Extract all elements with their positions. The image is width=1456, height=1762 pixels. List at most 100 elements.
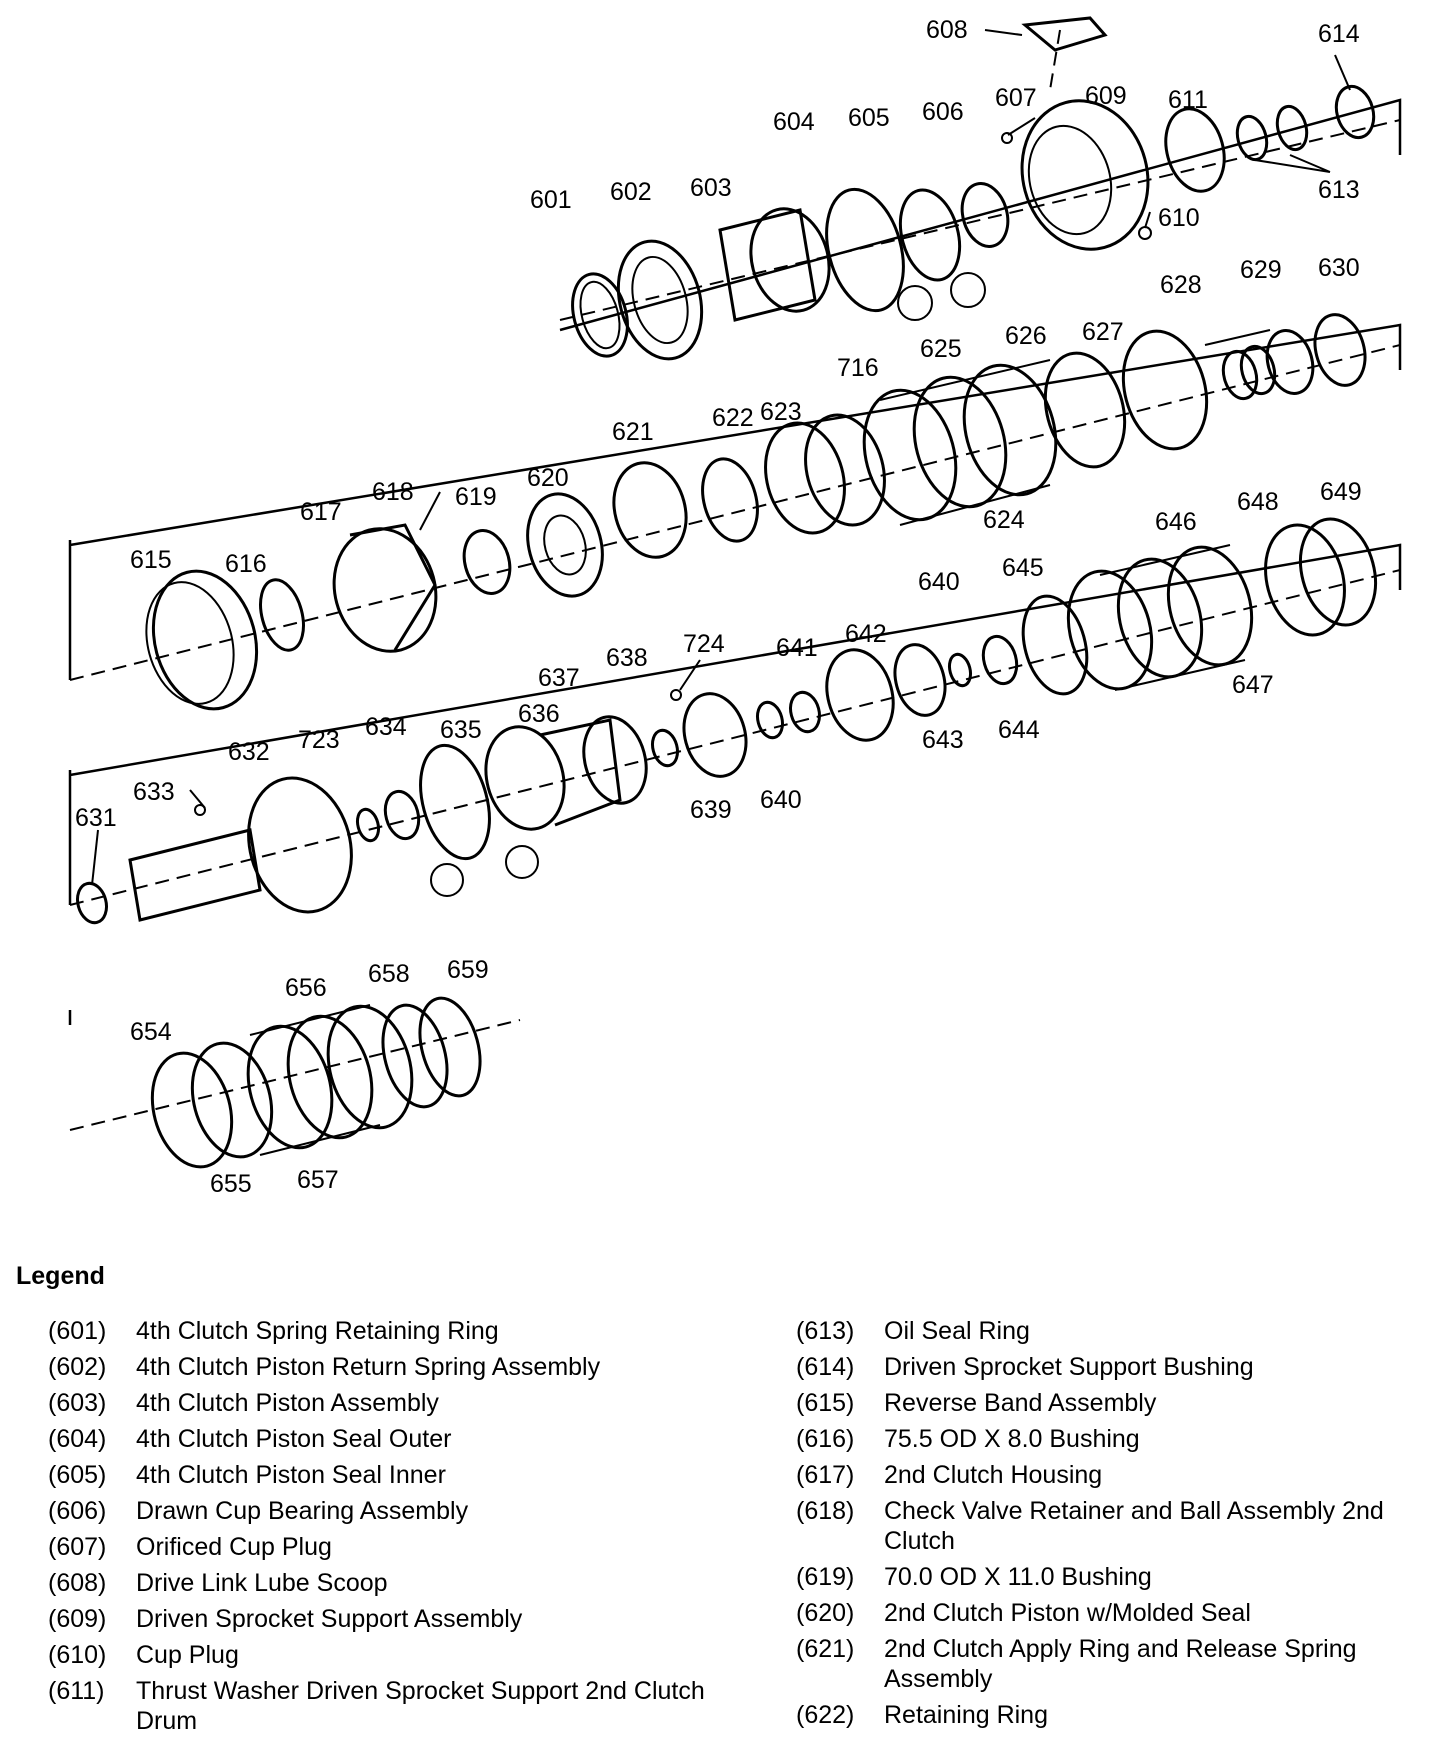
row-frames — [68, 98, 1402, 1025]
row3-parts — [76, 517, 1377, 925]
row4-parts — [150, 996, 482, 1169]
callout-639: 639 — [690, 796, 732, 824]
part-626 — [1043, 351, 1127, 469]
part-604 — [825, 187, 905, 313]
legend-item: (620) 2nd Clutch Piston w/Molded Seal — [796, 1598, 1446, 1628]
callout-631: 631 — [75, 804, 117, 832]
legend-item: (618)Check Valve Retainer and Ball Assem… — [796, 1496, 1446, 1556]
axis-lines — [69, 29, 1401, 1131]
part-630 — [1313, 313, 1367, 387]
part-646-647-pack — [1066, 569, 1154, 691]
part-638 — [651, 728, 679, 768]
part-621 — [612, 461, 688, 559]
legend-item-description: 4th Clutch Piston Seal Outer — [136, 1425, 452, 1453]
callout-643: 643 — [922, 726, 964, 754]
callout-621: 621 — [612, 418, 654, 446]
callout-640a: 640 — [760, 786, 802, 814]
legend-item-number: (608) — [48, 1569, 107, 1597]
callout-605: 605 — [848, 104, 890, 132]
callout-716: 716 — [837, 354, 879, 382]
legend-item: (619)70.0 OD X 11.0 Bushing — [796, 1562, 1446, 1592]
callout-615: 615 — [130, 546, 172, 574]
callout-645: 645 — [1002, 554, 1044, 582]
part-658 — [381, 1003, 449, 1109]
legend-item-number: (619) — [796, 1563, 855, 1591]
callout-625: 625 — [920, 335, 962, 363]
callout-608: 608 — [926, 16, 968, 44]
legend-item-number: (621) — [796, 1635, 855, 1663]
legend-item: (617) 2nd Clutch Housing — [796, 1460, 1446, 1490]
part-640b — [947, 652, 973, 688]
legend-item-description: Cup Plug — [136, 1641, 239, 1669]
legend-item-number: (617) — [796, 1461, 855, 1489]
part-628 — [1221, 349, 1259, 401]
callout-641: 641 — [776, 634, 818, 662]
part-625-624-pack — [862, 388, 958, 522]
callout-649: 649 — [1320, 478, 1362, 506]
part-644 — [981, 634, 1019, 686]
legend-item-description: Driven Sprocket Support Assembly — [136, 1605, 523, 1633]
legend-column-right: (613)Oil Seal Ring (614)Driven Sprocket … — [796, 1316, 1446, 1736]
callout-633: 633 — [133, 778, 175, 806]
part-609 — [1020, 99, 1150, 251]
legend-item-description: 4th Clutch Spring Retaining Ring — [136, 1317, 499, 1345]
legend-item: (609)Driven Sprocket Support Assembly — [48, 1604, 748, 1634]
part-601 — [571, 272, 629, 358]
legend-item: (604) 4th Clutch Piston Seal Outer — [48, 1424, 748, 1454]
legend-item-number: (620) — [796, 1599, 855, 1627]
callout-655: 655 — [210, 1170, 252, 1198]
callout-603: 603 — [690, 174, 732, 202]
callout-644: 644 — [998, 716, 1040, 744]
part-716 — [804, 413, 886, 527]
part-636 — [484, 725, 566, 831]
legend-item-number: (613) — [796, 1317, 855, 1345]
callout-620: 620 — [527, 464, 569, 492]
callout-654: 654 — [130, 1018, 172, 1046]
callout-629: 629 — [1240, 256, 1282, 284]
callout-658: 658 — [368, 960, 410, 988]
legend-item-number: (615) — [796, 1389, 855, 1417]
legend-item: (616)75.5 OD X 8.0 Bushing — [796, 1424, 1446, 1454]
callout-616: 616 — [225, 550, 267, 578]
legend-item-description: Drive Link Lube Scoop — [136, 1569, 388, 1597]
part-649 — [1299, 517, 1377, 627]
legend-item-number: (601) — [48, 1317, 107, 1345]
legend-item-number: (618) — [796, 1497, 855, 1525]
callout-634: 634 — [365, 713, 407, 741]
callout-647: 647 — [1232, 671, 1274, 699]
callout-635: 635 — [440, 716, 482, 744]
row1-parts — [571, 16, 1376, 361]
legend-item-number: (603) — [48, 1389, 107, 1417]
part-645 — [1021, 594, 1089, 696]
exploded-view-diagram: 601 602 603 604 605 606 607 608 609 610 … — [68, 16, 1402, 1198]
part-613a — [1235, 114, 1269, 162]
legend-item-number: (602) — [48, 1353, 107, 1381]
legend-item-description: 2nd Clutch Piston w/Molded Seal — [884, 1599, 1251, 1627]
legend-item-number: (605) — [48, 1461, 107, 1489]
part-659 — [418, 996, 482, 1098]
legend-item: (611)Thrust Washer Driven Sprocket Suppo… — [48, 1676, 748, 1736]
part-627 — [1121, 329, 1209, 451]
part-602 — [616, 239, 704, 361]
legend-item-number: (604) — [48, 1425, 107, 1453]
legend-item: (610)Cup Plug — [48, 1640, 748, 1670]
callout-606: 606 — [922, 98, 964, 126]
legend-item-description: Driven Sprocket Support Bushing — [884, 1353, 1254, 1381]
callout-611: 611 — [1168, 86, 1208, 114]
legend-item-description: Drawn Cup Bearing Assembly — [136, 1497, 469, 1525]
callout-636: 636 — [518, 700, 560, 728]
callout-604: 604 — [773, 108, 815, 136]
callout-659: 659 — [447, 956, 489, 984]
legend-item-description: 2nd Clutch Housing — [884, 1461, 1103, 1489]
legend-item-description: 75.5 OD X 8.0 Bushing — [884, 1425, 1140, 1453]
legend-item: (601) 4th Clutch Spring Retaining Ring — [48, 1316, 748, 1346]
callout-638: 638 — [606, 644, 648, 672]
callout-656: 656 — [285, 974, 327, 1002]
legend-item: (603) 4th Clutch Piston Assembly — [48, 1388, 748, 1418]
callout-623: 623 — [760, 398, 802, 426]
part-635 — [419, 743, 491, 861]
callout-640b: 640 — [918, 568, 960, 596]
part-613b — [1275, 104, 1309, 152]
row2-parts — [145, 313, 1367, 711]
legend-item-description: 4th Clutch Piston Assembly — [136, 1389, 439, 1417]
